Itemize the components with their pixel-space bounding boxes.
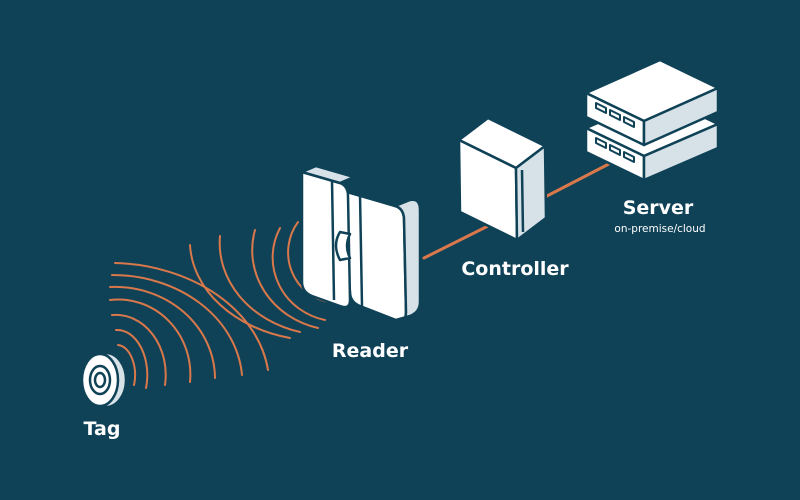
server-side [642, 86, 720, 147]
tag-wave-6 [111, 273, 243, 376]
reader-controller-link [422, 223, 492, 260]
server-sublabel: on-premise/cloud [614, 223, 706, 235]
tag-wave-1 [117, 344, 137, 386]
tag-wave-4 [109, 298, 192, 383]
reader-wave-4 [271, 227, 326, 321]
reader-wave-6 [218, 235, 301, 333]
reader-right-panel-side [393, 198, 422, 323]
reader-notch [334, 230, 352, 262]
server-device [584, 58, 720, 182]
tag-signal-waves [109, 262, 269, 389]
tag-wave-2 [115, 328, 149, 389]
server-label: Server [622, 197, 694, 219]
reader-wave-5 [251, 229, 319, 329]
tag-wave-7 [114, 262, 269, 371]
reader-wave-7 [189, 244, 291, 339]
controller-device [457, 116, 548, 242]
reader-left-panel [300, 170, 352, 309]
tag-label: Tag [83, 418, 121, 440]
controller-label: Controller [461, 258, 569, 280]
reader-left-panel-top [300, 164, 356, 185]
tag-wave-3 [111, 313, 167, 386]
tag-device [80, 351, 128, 409]
tag-wave-5 [109, 285, 216, 379]
reader-label: Reader [331, 340, 409, 362]
reader-device [300, 164, 422, 323]
